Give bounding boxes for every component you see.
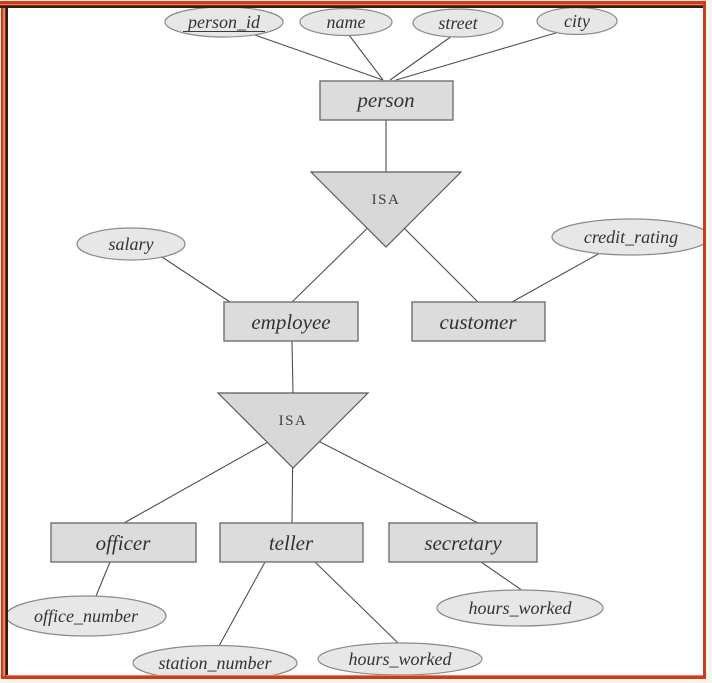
frame-top-orange: [0, 1, 712, 4]
frame-right-outer: [706, 0, 712, 683]
edge-isa2-secretary: [292, 427, 479, 524]
edge-employee-isa2: [291, 340, 294, 394]
entity-person: person: [319, 80, 454, 121]
attribute-hours_worked-secretary: hours_worked: [436, 589, 604, 627]
edge-salary-employee: [161, 256, 231, 303]
attribute-name-label: name: [327, 12, 366, 32]
attribute-city-label: city: [564, 11, 590, 31]
frame-left-salmon: [3, 0, 5, 678]
entity-employee-label: employee: [251, 310, 330, 334]
entity-person-label: person: [355, 88, 414, 112]
frame-left-dark: [6, 0, 8, 676]
frame-top-dark: [0, 6, 704, 8]
edge-isa2-officer: [123, 427, 294, 524]
edge-credit_rating-customer: [511, 252, 601, 303]
entity-customer-label: customer: [440, 310, 518, 334]
edge-city-person: [395, 31, 560, 81]
entity-officer: officer: [50, 522, 197, 563]
edges: [95, 31, 601, 647]
frame-top-light: [0, 0, 712, 1]
edge-person_id-person: [251, 33, 384, 81]
attribute-salary-shape: [76, 227, 186, 261]
entity-secretary-box: [388, 522, 538, 563]
attribute-hours_worked-secretary-shape: [436, 589, 604, 627]
frame-right-orange: [703, 1, 706, 680]
attribute-station_number: station_number: [132, 644, 298, 682]
attribute-credit_rating-label: credit_rating: [584, 227, 678, 247]
entity-person-box: [319, 80, 454, 121]
entity-teller-label: teller: [269, 531, 314, 555]
entity-customer-box: [411, 301, 546, 342]
entity-secretary-label: secretary: [424, 531, 502, 555]
edge-secretary-hours_worked: [480, 561, 524, 592]
entity-teller: teller: [219, 522, 364, 563]
frame-left-orange: [1, 0, 3, 680]
frame-left-maroon: [5, 0, 6, 677]
frame-bottom-outer: [0, 679, 712, 683]
entity-officer-label: officer: [96, 531, 152, 555]
edge-street-person: [389, 35, 453, 81]
attribute-person_id-label: person_id: [186, 12, 261, 32]
attribute-name: name: [299, 7, 393, 37]
entity-secretary: secretary: [388, 522, 538, 563]
entity-customer: customer: [411, 301, 546, 342]
isa-upper-label: ISA: [372, 192, 401, 208]
entity-employee-box: [223, 301, 359, 342]
attribute-name-shape: [299, 7, 393, 37]
attribute-salary: salary: [76, 227, 186, 261]
attribute-office_number-label: office_number: [34, 606, 139, 626]
attribute-hours_worked-teller-label: hours_worked: [349, 649, 453, 669]
attribute-credit_rating: credit_rating: [551, 218, 711, 256]
attribute-street-label: street: [438, 13, 478, 33]
attribute-street-shape: [412, 8, 504, 38]
frame-top-salmon: [0, 4, 706, 5]
entity-employee: employee: [223, 301, 359, 342]
edge-teller-station_number: [218, 561, 266, 647]
attribute-hours_worked-teller: hours_worked: [317, 642, 483, 676]
attribute-person_id: person_id: [164, 6, 284, 38]
frame-bottom-orange: [1, 676, 706, 679]
frame-top-maroon: [0, 5, 705, 6]
attribute-hours_worked-secretary-label: hours_worked: [469, 598, 573, 618]
frame-left-light: [0, 0, 1, 683]
edge-officer-office_number: [95, 561, 111, 597]
entity-teller-box: [219, 522, 364, 563]
attribute-salary-label: salary: [109, 234, 154, 254]
attribute-city: city: [536, 6, 618, 36]
entity-officer-box: [50, 522, 197, 563]
frame-bottom-salmon: [6, 675, 703, 676]
isa-lower-label: ISA: [279, 413, 308, 429]
edge-name-person: [348, 34, 384, 81]
attribute-street: street: [412, 8, 504, 38]
attribute-office_number: office_number: [5, 595, 167, 637]
edge-teller-hours_worked: [314, 561, 399, 644]
attribute-station_number-label: station_number: [158, 653, 272, 673]
